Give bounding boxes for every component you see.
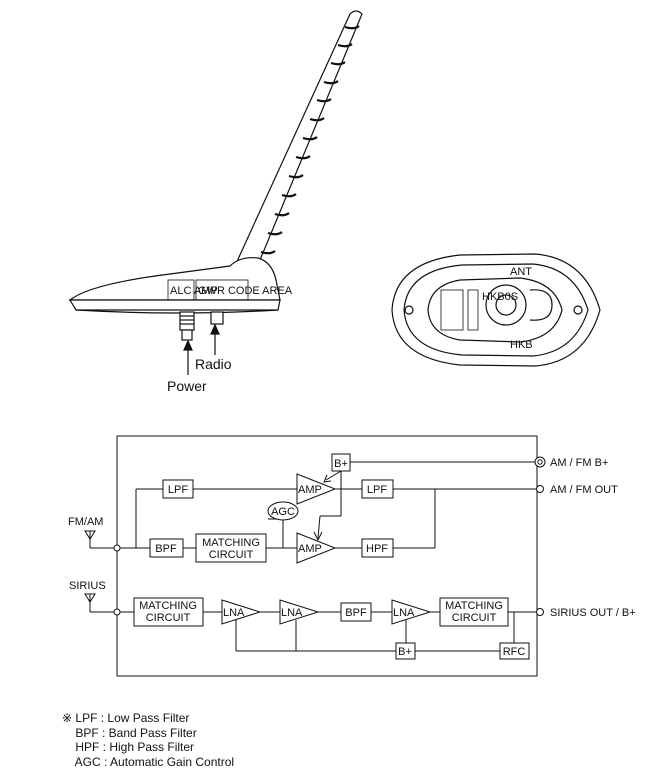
agc-label: AGC xyxy=(271,506,295,518)
bottom-view-side-mark: HKB0S xyxy=(482,291,518,303)
hpf-label: HPF xyxy=(366,543,388,555)
base-sticker-right: GWR CODE AREA xyxy=(198,285,293,297)
fm-am-input-terminal xyxy=(113,544,121,552)
sirius-out-terminal xyxy=(536,608,544,616)
lpf-label-1: LPF xyxy=(168,484,188,496)
am-fm-out-label: AM / FM OUT xyxy=(550,484,618,496)
bplus-label-2: B+ xyxy=(398,646,412,658)
matching-3-line2: CIRCUIT xyxy=(452,612,497,624)
lpf-label-2: LPF xyxy=(367,484,387,496)
matching-1-line1: MATCHING xyxy=(202,537,260,549)
fm-am-input-label: FM/AM xyxy=(68,516,103,528)
matching-2-line2: CIRCUIT xyxy=(146,612,191,624)
amp-label-2: AMP xyxy=(298,543,322,555)
legend-row-agc: AGC : Automatic Gain Control xyxy=(62,754,235,769)
amp-label-1: AMP xyxy=(298,484,322,496)
abbreviation-legend: ※ LPF : Low Pass Filter BPF : Band Pass … xyxy=(62,711,234,769)
lna-block-3 xyxy=(391,599,432,625)
fm-am-antenna-icon xyxy=(84,530,117,549)
bplus-block-2 xyxy=(395,642,416,660)
legend-row-hpf: HPF : High Pass Filter xyxy=(62,740,195,754)
bpf-label-2: BPF xyxy=(345,607,367,619)
amp-block-1 xyxy=(296,473,337,505)
bottom-view-top-mark: ANT xyxy=(510,266,532,278)
matching-circuit-block-3 xyxy=(439,597,509,627)
legend-row-bpf: BPF : Band Pass Filter xyxy=(62,725,197,740)
lpf-block-1 xyxy=(162,479,194,499)
sirius-out-label: SIRIUS OUT / B+ xyxy=(550,607,636,619)
antenna-side-view: ALC AMP GWR CODE AREA xyxy=(68,10,363,375)
rfc-label: RFC xyxy=(503,646,526,658)
bplus-block-1 xyxy=(331,453,351,472)
legend-row-lpf: ※ LPF : Low Pass Filter xyxy=(62,711,190,725)
sirius-input-label: SIRIUS xyxy=(69,580,106,592)
rfc-block xyxy=(499,642,530,660)
amp-block-2 xyxy=(296,532,337,564)
antenna-bottom-view: ANT HKB0S HKB xyxy=(391,253,601,367)
sirius-input-terminal xyxy=(113,608,121,616)
matching-3-line1: MATCHING xyxy=(445,600,503,612)
lna-label-3: LNA xyxy=(393,607,415,619)
lna-label-2: LNA xyxy=(281,607,303,619)
block-diagram xyxy=(84,435,546,677)
matching-1-line2: CIRCUIT xyxy=(209,549,254,561)
lna-block-1 xyxy=(221,599,262,625)
lna-label-1: LNA xyxy=(223,607,245,619)
matching-circuit-block-2 xyxy=(133,597,204,627)
bpf-block-1 xyxy=(149,538,184,558)
lna-block-2 xyxy=(279,599,320,625)
bottom-view-bottom-mark: HKB xyxy=(510,339,533,351)
matching-2-line1: MATCHING xyxy=(139,600,197,612)
sirius-antenna-icon xyxy=(84,593,117,613)
agc-block xyxy=(267,501,299,521)
matching-circuit-block-1 xyxy=(195,533,267,563)
hpf-block xyxy=(361,538,394,558)
bplus-label-1: B+ xyxy=(334,458,348,470)
base-sticker-left: ALC AMP xyxy=(170,285,218,297)
am-fm-out-terminal xyxy=(536,485,544,493)
am-fm-bplus-label: AM / FM B+ xyxy=(550,457,608,469)
module-enclosure xyxy=(116,435,538,677)
radio-connector-label: Radio xyxy=(195,356,232,372)
bpf-block-2 xyxy=(340,602,372,622)
lpf-block-2 xyxy=(361,479,394,499)
bpf-label-1: BPF xyxy=(155,543,177,555)
power-connector-label: Power xyxy=(167,378,207,394)
